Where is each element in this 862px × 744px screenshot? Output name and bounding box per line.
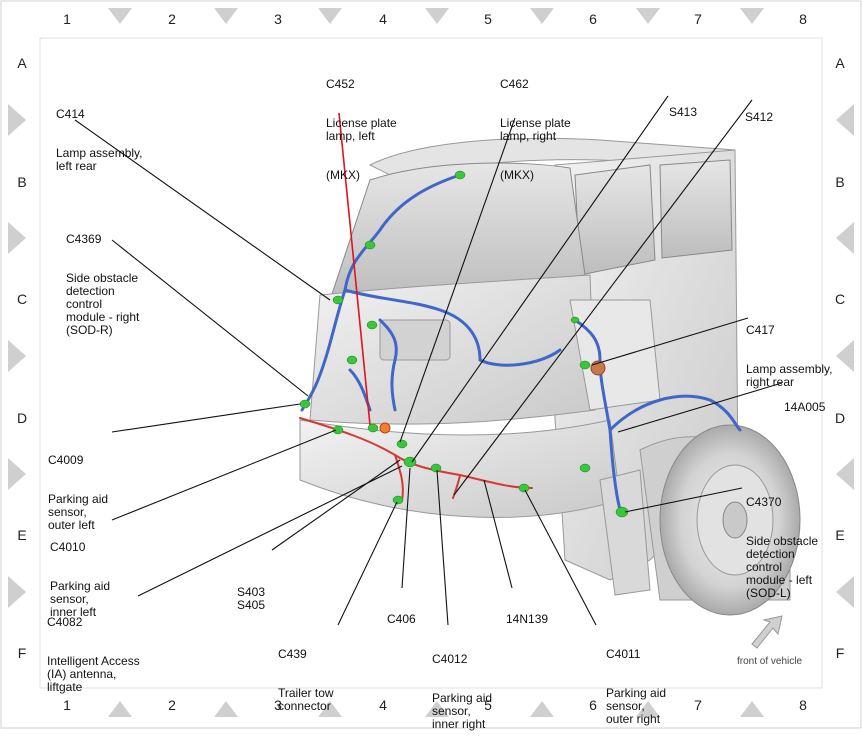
label-14a005-code: 14A005 xyxy=(784,400,826,414)
label-c4370-code: C4370 xyxy=(746,495,782,509)
grid-row-label: D xyxy=(834,410,846,426)
label-c452-variant: (MKX) xyxy=(326,168,360,182)
label-c406-code: C406 xyxy=(387,612,416,626)
grid-row-label: C xyxy=(834,291,846,307)
grid-col-label: 5 xyxy=(484,11,492,27)
grid-row-label: C xyxy=(16,291,28,307)
grid-row-label: B xyxy=(17,174,27,190)
label-c462-variant: (MKX) xyxy=(500,168,534,182)
grid-col-label: 5 xyxy=(484,697,492,713)
label-c4369: C4369 Side obstacle detection control mo… xyxy=(66,207,139,350)
label-c4009: C4009 Parking aid sensor, outer left xyxy=(48,428,108,545)
connector-markers xyxy=(299,170,629,518)
label-c4082-name: Intelligent Access (IA) antenna, liftgat… xyxy=(47,654,140,694)
label-c417-code: C417 xyxy=(746,323,775,337)
label-c4011-name: Parking aid sensor, outer right xyxy=(606,686,667,726)
label-c462: C462 License plate lamp, right (MKX) xyxy=(500,52,571,195)
grid-col-label: 8 xyxy=(799,11,807,27)
grid-row-label: E xyxy=(835,527,845,543)
label-c414-name: Lamp assembly, left rear xyxy=(56,146,143,173)
grid-row-label: A xyxy=(835,55,845,71)
label-c4369-code: C4369 xyxy=(66,232,102,246)
grid-row-label: A xyxy=(17,55,27,71)
label-c4009-code: C4009 xyxy=(48,453,84,467)
label-s403-code: S403 S405 xyxy=(237,585,266,612)
grid-col-label: 1 xyxy=(63,11,71,27)
grid-col-label: 7 xyxy=(694,11,702,27)
label-14n139: 14N139 xyxy=(506,587,548,639)
grid-col-label: 4 xyxy=(379,11,387,27)
label-c462-name: License plate lamp, right xyxy=(500,116,571,143)
location-diagram xyxy=(0,0,862,729)
label-s413-code: S413 xyxy=(669,105,698,119)
label-c4370: C4370 Side obstacle detection control mo… xyxy=(746,470,818,613)
label-c406: C406 xyxy=(387,587,416,639)
grid-col-label: 3 xyxy=(274,697,282,713)
label-c4012: C4012 Parking aid sensor, inner right xyxy=(432,627,492,744)
label-c4010-code: C4010 xyxy=(50,540,86,554)
label-c452-code: C452 xyxy=(326,77,355,91)
label-c417: C417 Lamp assembly, right rear xyxy=(746,298,832,402)
label-c4012-code: C4012 xyxy=(432,652,468,666)
front-of-vehicle-label: front of vehicle xyxy=(737,656,803,667)
vehicle-illustration xyxy=(299,137,801,616)
grid-col-label: 2 xyxy=(168,11,176,27)
label-c439: C439 Trailer tow connector xyxy=(278,622,334,726)
label-s412-code: S412 xyxy=(745,110,774,124)
grid-row-label: E xyxy=(17,527,27,543)
grid-row-label: F xyxy=(835,645,845,661)
label-c462-code: C462 xyxy=(500,77,529,91)
label-14n139-code: 14N139 xyxy=(506,612,549,626)
label-c4082-code: C4082 xyxy=(47,615,83,629)
label-c452-name: License plate lamp, left xyxy=(326,116,397,143)
callout-lines xyxy=(74,95,783,626)
grid-col-label: 6 xyxy=(589,11,597,27)
label-14a005: 14A005 xyxy=(784,375,825,427)
label-c414: C414 Lamp assembly, left rear xyxy=(56,82,142,186)
label-c452: C452 License plate lamp, left (MKX) xyxy=(326,52,397,195)
label-c417-name: Lamp assembly, right rear xyxy=(746,362,833,389)
grid-markers xyxy=(8,8,854,717)
grid-col-label: 6 xyxy=(589,697,597,713)
grid-col-label: 2 xyxy=(168,697,176,713)
label-c414-code: C414 xyxy=(56,107,85,121)
label-c4370-name: Side obstacle detection control module -… xyxy=(746,534,819,600)
label-c4010-name: Parking aid sensor, inner left xyxy=(50,579,111,619)
grid-col-label: 8 xyxy=(799,697,807,713)
label-s403-s405: S403 S405 xyxy=(237,560,265,625)
grid-row-label: F xyxy=(17,645,27,661)
grid-col-label: 1 xyxy=(63,697,71,713)
label-c4082: C4082 Intelligent Access (IA) antenna, l… xyxy=(47,590,140,707)
label-c439-name: Trailer tow connector xyxy=(278,686,334,713)
label-c4012-name: Parking aid sensor, inner right xyxy=(432,691,493,731)
label-c439-code: C439 xyxy=(278,647,307,661)
license-lamp-left-highlight xyxy=(379,422,391,434)
label-c4010: C4010 Parking aid sensor, inner left xyxy=(50,515,110,632)
grid-row-label: B xyxy=(835,174,845,190)
grid-col-label: 7 xyxy=(694,697,702,713)
label-c4011-code: C4011 xyxy=(606,647,641,661)
label-c4009-name: Parking aid sensor, outer left xyxy=(48,492,109,532)
grid-col-label: 4 xyxy=(379,697,387,713)
label-c4369-name: Side obstacle detection control module -… xyxy=(66,271,140,337)
label-s412: S412 xyxy=(745,85,773,137)
label-c4011: C4011 Parking aid sensor, outer right xyxy=(606,622,666,739)
grid-row-label: D xyxy=(16,410,28,426)
label-s413: S413 xyxy=(669,80,697,132)
front-of-vehicle-arrow-icon xyxy=(751,615,783,649)
grid-col-label: 3 xyxy=(274,11,282,27)
